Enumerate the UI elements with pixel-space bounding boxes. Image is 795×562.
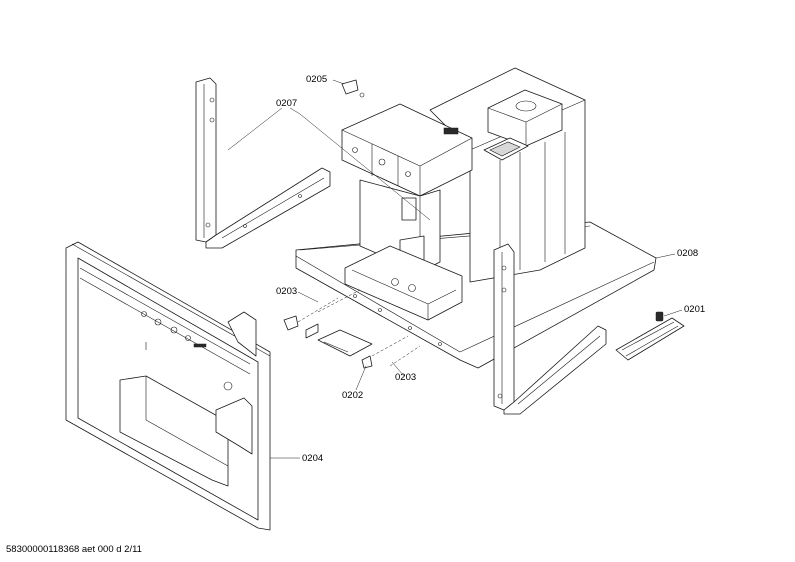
leader-lines — [227, 79, 683, 459]
coffee-machine-body — [341, 67, 586, 321]
front-fascia-frame — [65, 241, 271, 531]
label-0204: 0204 — [302, 453, 324, 464]
label-0202: 0202 — [342, 390, 364, 401]
left-mounting-bracket — [195, 77, 331, 249]
part-0201-rail — [615, 311, 685, 361]
dashed-assembly-lines — [297, 289, 421, 367]
label-0207: 0207 — [276, 98, 298, 109]
right-mounting-bracket — [493, 243, 607, 415]
label-0203-bottom: 0203 — [395, 372, 417, 383]
label-0208: 0208 — [677, 248, 699, 259]
part-0205-clip — [341, 79, 365, 98]
part-0202-cover — [283, 315, 373, 369]
label-0203-top: 0203 — [276, 286, 298, 297]
label-0201: 0201 — [684, 304, 706, 315]
document-footer: 58300000118368 aet 000 d 2/11 — [6, 544, 142, 555]
label-0205: 0205 — [306, 74, 328, 85]
